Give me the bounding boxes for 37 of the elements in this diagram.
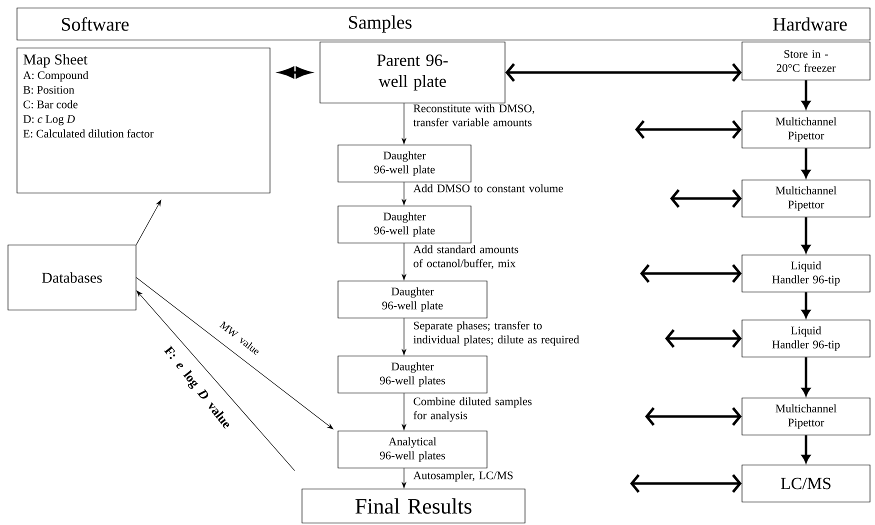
arrow xyxy=(802,292,810,318)
edge-label: Separate phases; transfer to individual plates; dilute as required xyxy=(413,321,580,346)
column-header-band: Software Samples Hardware xyxy=(16,8,870,40)
plate-box: Daughter 96-well plate xyxy=(338,206,472,244)
arrow xyxy=(802,148,810,178)
arrow xyxy=(802,435,810,463)
edge-label: MW value xyxy=(219,321,258,355)
arrow xyxy=(665,329,742,348)
plate-box: Daughter 96-well plates xyxy=(338,356,488,394)
plate-box: Analytical 96-well plates xyxy=(338,430,488,468)
edge-label: Add standard amounts of octanol/buffer, mix xyxy=(413,245,518,269)
arrow xyxy=(802,80,810,109)
arrow xyxy=(505,63,742,82)
edge-label: Reconstitute with DMSO, transfer variable amounts xyxy=(413,104,534,126)
arrow xyxy=(670,189,742,208)
arrow xyxy=(645,407,742,426)
hardware-box: Liquid Handler 96-tip xyxy=(742,254,870,292)
arrow xyxy=(802,357,810,396)
edge-label: Autosampler, LC/MS xyxy=(413,471,513,482)
arrow xyxy=(640,264,742,283)
plate-box: Daughter 96-well plate xyxy=(338,144,472,182)
arrow xyxy=(635,120,742,139)
map-sheet-box: Map Sheet A: Compound B: Position C: Bar code D: c Log D E: Calculated dilution factor xyxy=(16,48,270,194)
hardware-box: Multichannel Pipettor xyxy=(742,180,870,218)
edge-label: Combine diluted samples for analysis xyxy=(414,397,532,422)
hardware-box: Multichannel Pipettor xyxy=(742,398,870,436)
database-box: Databases xyxy=(8,244,136,310)
hardware-box: Multichannel Pipettor xyxy=(742,110,870,148)
hardware-box: Store in -20°C freezer xyxy=(742,42,870,80)
plate-box: Daughter 96-well plate xyxy=(338,280,488,318)
edge-label: Add DMSO to constant volume xyxy=(413,184,563,192)
arrow xyxy=(630,474,742,493)
hardware-box: Liquid Handler 96-tip xyxy=(742,320,870,358)
plate-box: Parent 96-well plate xyxy=(320,42,506,104)
arrow xyxy=(802,217,810,253)
result-box: Final Results xyxy=(302,488,526,524)
hardware-box: LC/MS xyxy=(742,464,870,502)
